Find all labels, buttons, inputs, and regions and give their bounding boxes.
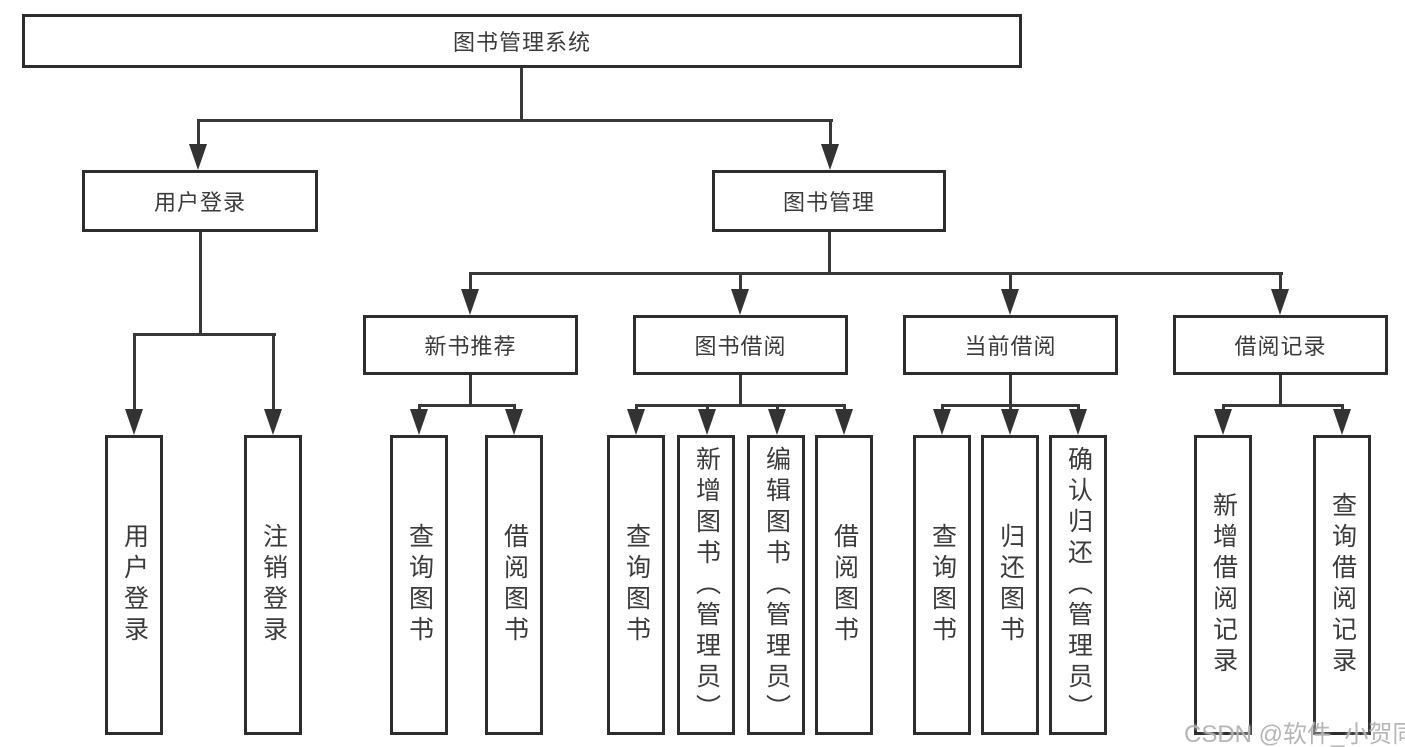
arrowhead-down-icon-18 — [1333, 409, 1351, 435]
arrowhead-down-icon-0 — [189, 144, 207, 170]
leaf-confirm-return-admin: 确认归还（管理员） — [1049, 435, 1107, 735]
node-book-management-label: 图书管理 — [782, 190, 875, 215]
leaf-logout: 注销登录 — [244, 435, 302, 735]
connector-vertical-4 — [133, 334, 136, 412]
arrowhead-down-icon-15 — [1001, 409, 1019, 435]
arrowhead-down-icon-2 — [461, 289, 479, 315]
connector-vertical-8 — [739, 272, 742, 292]
arrowhead-down-icon-4 — [1001, 289, 1019, 315]
connector-vertical-18 — [706, 404, 709, 413]
connector-vertical-21 — [941, 404, 944, 413]
node-book-management: 图书管理 — [712, 170, 946, 232]
connector-horizontal-4 — [635, 404, 846, 407]
connector-vertical-5 — [272, 334, 275, 412]
connector-vertical-2 — [829, 119, 832, 152]
leaf-query-books-3-label: 查询图书 — [928, 523, 957, 647]
connector-horizontal-0 — [197, 119, 833, 122]
arrowhead-down-icon-1 — [821, 144, 839, 170]
node-current-borrow-label: 当前借阅 — [964, 334, 1057, 359]
connector-vertical-3 — [199, 232, 202, 335]
arrowhead-down-icon-11 — [698, 409, 716, 435]
connector-vertical-12 — [739, 375, 742, 406]
connector-vertical-0 — [520, 68, 523, 121]
arrowhead-down-icon-17 — [1214, 409, 1232, 435]
leaf-query-books-2-label: 查询图书 — [622, 523, 651, 647]
connector-vertical-22 — [1009, 404, 1012, 413]
leaf-add-books-admin: 新增图书（管理员） — [677, 435, 735, 735]
leaf-query-borrow-record-label: 查询借阅记录 — [1328, 492, 1357, 678]
connector-horizontal-1 — [133, 333, 276, 336]
connector-vertical-9 — [1009, 272, 1012, 292]
arrowhead-down-icon-14 — [933, 409, 951, 435]
arrowhead-down-icon-9 — [505, 409, 523, 435]
node-new-book-recommend: 新书推荐 — [363, 315, 578, 375]
arrowhead-down-icon-3 — [731, 289, 749, 315]
watermark-text: CSDN @软件_小贺同学 — [1184, 721, 1405, 747]
leaf-query-books-1-label: 查询图书 — [405, 523, 434, 647]
arrowhead-down-icon-7 — [264, 409, 282, 435]
leaf-logout-label: 注销登录 — [259, 523, 288, 647]
node-borrow-records-label: 借阅记录 — [1234, 334, 1327, 359]
connector-horizontal-2 — [469, 272, 1283, 275]
leaf-borrow-books-2-label: 借阅图书 — [830, 523, 859, 647]
connector-vertical-20 — [843, 404, 846, 413]
leaf-query-books-3: 查询图书 — [913, 435, 971, 735]
connector-vertical-15 — [418, 404, 421, 413]
arrowhead-down-icon-6 — [125, 409, 143, 435]
leaf-edit-books-admin-label: 编辑图书（管理员） — [762, 445, 791, 725]
leaf-query-borrow-record: 查询借阅记录 — [1313, 435, 1371, 735]
leaf-add-books-admin-label: 新增图书（管理员） — [692, 445, 721, 725]
connector-vertical-13 — [1009, 375, 1012, 406]
node-user-login-label: 用户登录 — [153, 190, 246, 215]
arrowhead-down-icon-8 — [410, 409, 428, 435]
connector-vertical-16 — [513, 404, 516, 413]
leaf-borrow-books-2: 借阅图书 — [815, 435, 873, 735]
connector-horizontal-5 — [941, 404, 1080, 407]
connector-vertical-17 — [635, 404, 638, 413]
connector-horizontal-3 — [418, 404, 516, 407]
connector-vertical-6 — [828, 232, 831, 274]
node-root-label: 图书管理系统 — [452, 30, 591, 55]
arrowhead-down-icon-10 — [627, 409, 645, 435]
node-new-book-recommend-label: 新书推荐 — [424, 334, 517, 359]
connector-vertical-19 — [776, 404, 779, 413]
node-borrow-records: 借阅记录 — [1173, 315, 1388, 375]
leaf-confirm-return-admin-label: 确认归还（管理员） — [1064, 445, 1093, 725]
connector-vertical-23 — [1077, 404, 1080, 413]
connector-vertical-10 — [1279, 272, 1282, 292]
node-book-borrow: 图书借阅 — [633, 315, 848, 375]
leaf-add-borrow-record-label: 新增借阅记录 — [1209, 492, 1238, 678]
connector-vertical-11 — [469, 375, 472, 406]
node-root: 图书管理系统 — [22, 14, 1022, 68]
leaf-add-borrow-record: 新增借阅记录 — [1194, 435, 1252, 735]
leaf-query-books-1: 查询图书 — [390, 435, 448, 735]
connector-vertical-7 — [469, 272, 472, 292]
arrowhead-down-icon-12 — [768, 409, 786, 435]
leaf-borrow-books-1: 借阅图书 — [485, 435, 543, 735]
arrowhead-down-icon-5 — [1271, 289, 1289, 315]
leaf-return-books-label: 归还图书 — [996, 523, 1025, 647]
leaf-user-login: 用户登录 — [105, 435, 163, 735]
leaf-return-books: 归还图书 — [981, 435, 1039, 735]
connector-vertical-14 — [1279, 375, 1282, 406]
leaf-edit-books-admin: 编辑图书（管理员） — [747, 435, 805, 735]
connector-vertical-24 — [1222, 404, 1225, 413]
connector-vertical-25 — [1341, 404, 1344, 413]
connector-horizontal-6 — [1222, 404, 1344, 407]
leaf-query-books-2: 查询图书 — [607, 435, 665, 735]
node-book-borrow-label: 图书借阅 — [694, 334, 787, 359]
node-user-login: 用户登录 — [82, 170, 318, 232]
arrowhead-down-icon-16 — [1069, 409, 1087, 435]
node-current-borrow: 当前借阅 — [903, 315, 1118, 375]
leaf-user-login-label: 用户登录 — [120, 523, 149, 647]
arrowhead-down-icon-13 — [835, 409, 853, 435]
leaf-borrow-books-1-label: 借阅图书 — [500, 523, 529, 647]
connector-vertical-1 — [197, 119, 200, 152]
